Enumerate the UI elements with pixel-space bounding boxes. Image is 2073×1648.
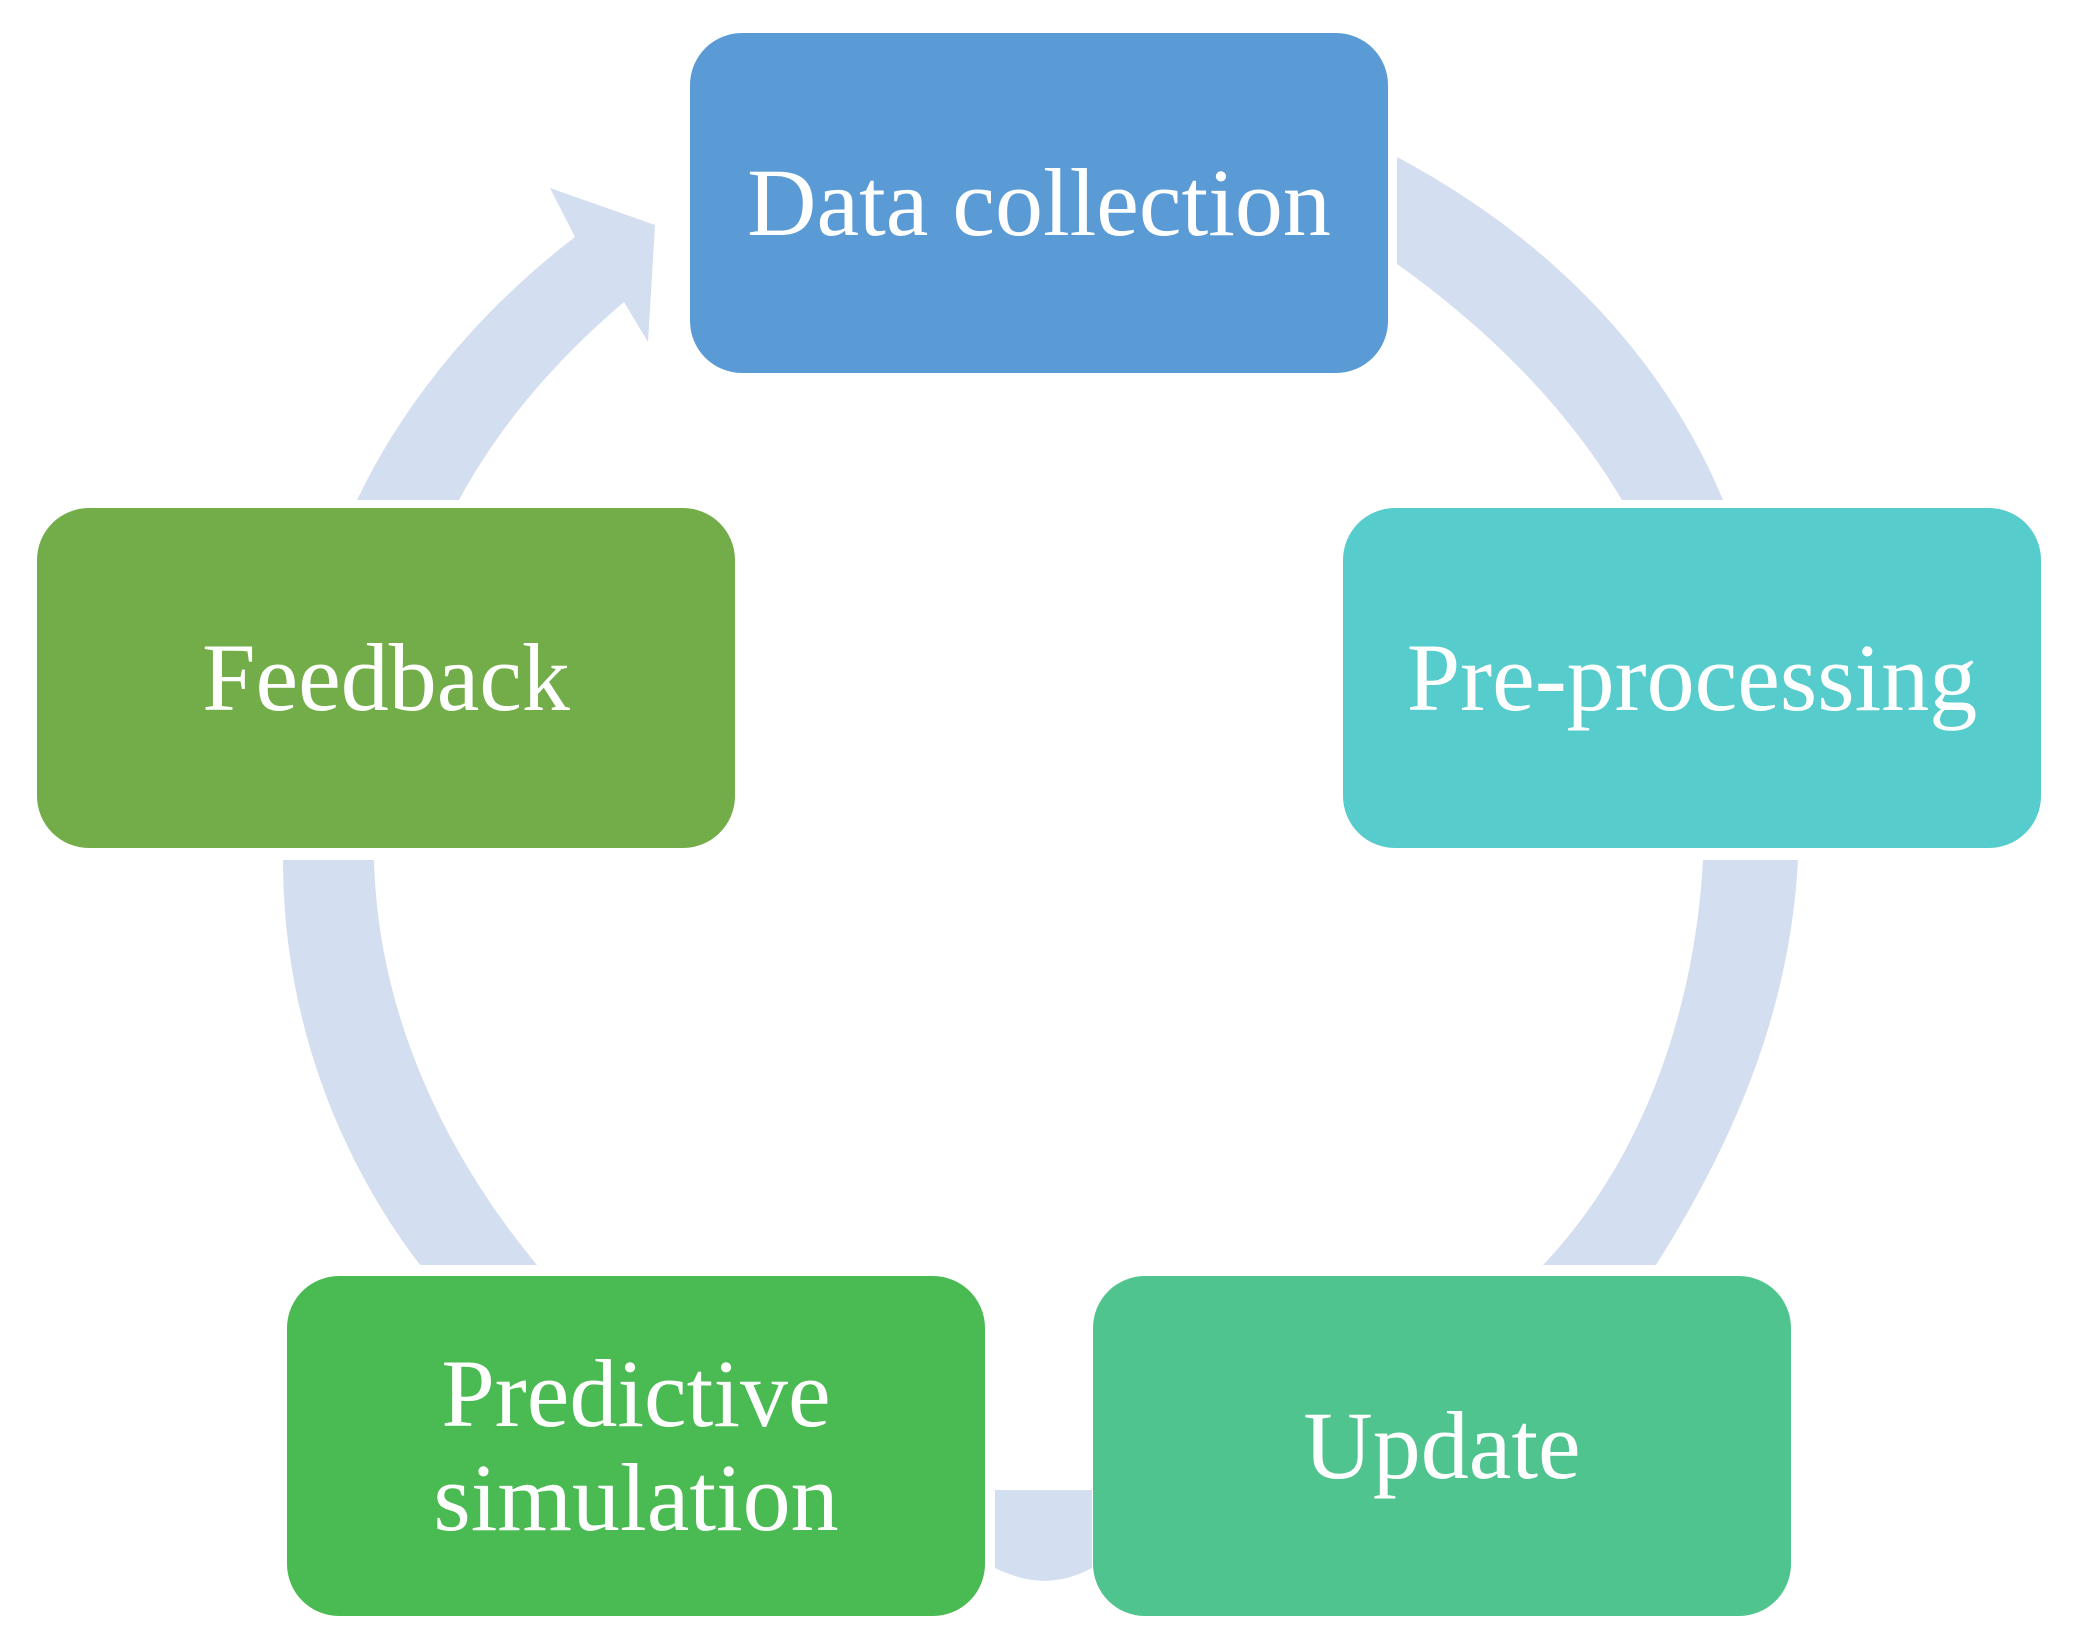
node-label-line: Predictive [441,1340,831,1447]
node-label-line: Feedback [202,624,570,731]
node-update: Update [1093,1276,1791,1616]
connector-pre-processing-to-update [1543,860,1798,1265]
node-label-line: simulation [433,1444,839,1551]
node-label: Update [1303,1394,1580,1498]
node-label-line: Update [1303,1392,1581,1499]
node-pre-processing: Pre-processing [1343,508,2041,848]
node-label-line: Pre-processing [1406,624,1978,731]
node-predictive-simulation: Predictive simulation [287,1276,985,1616]
node-label: Pre-processing [1407,626,1978,730]
node-feedback: Feedback [37,508,735,848]
connector-data-collection-to-pre-processing [1397,157,1723,500]
node-label: Data collection [747,151,1331,255]
connector-feedback-to-data-collection [357,188,655,500]
node-label-line: Data collection [747,149,1331,256]
connector-update-to-predictive-simulation [995,1490,1092,1581]
connector-predictive-simulation-to-feedback [283,860,537,1265]
node-label: Feedback [202,626,570,730]
node-data-collection: Data collection [690,33,1388,373]
node-label: Predictive simulation [433,1342,838,1550]
